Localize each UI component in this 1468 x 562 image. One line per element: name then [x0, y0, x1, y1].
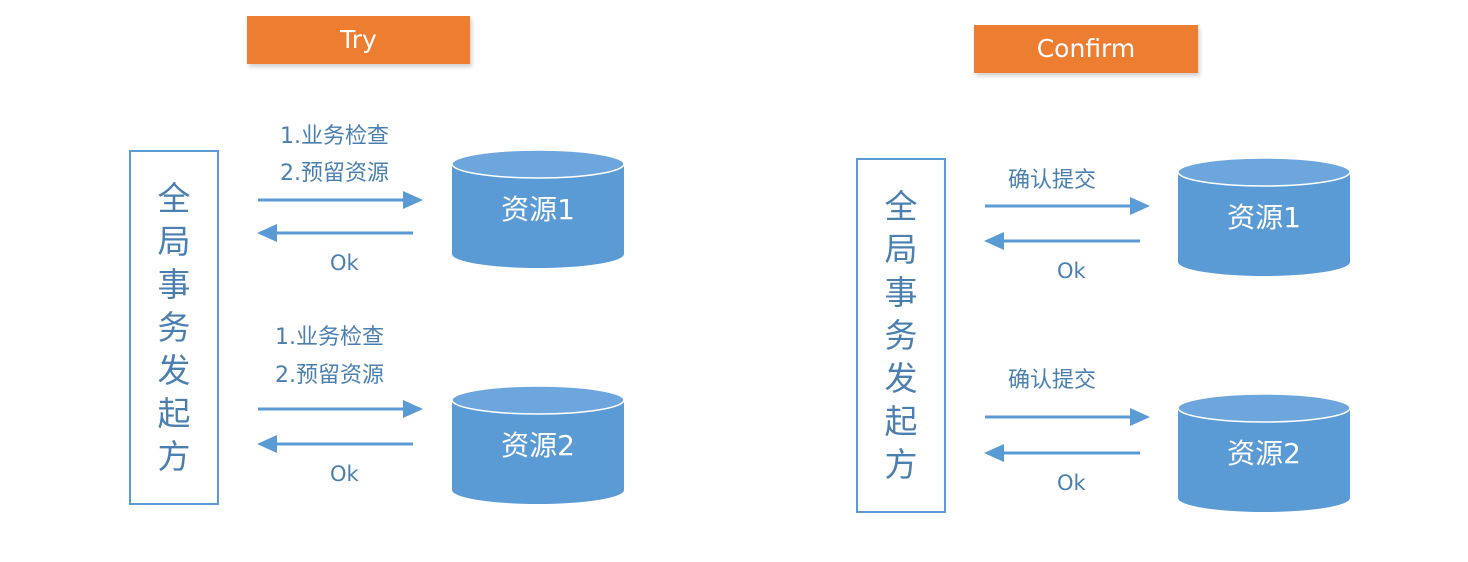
confirm-initiator-box: 全 局 事 务 发 起 方	[856, 158, 946, 513]
initiator-char: 局	[884, 230, 918, 269]
try-r2-ok-text: Ok	[330, 462, 359, 486]
try-phase-label: Try	[247, 16, 470, 64]
confirm-phase-label: Confirm	[974, 25, 1198, 73]
confirm-r2-step: 确认提交	[1008, 368, 1097, 393]
confirm-r1-step: 确认提交	[1008, 168, 1097, 193]
try-resource-1-label: 资源1	[501, 193, 575, 226]
confirm-resource-1-label: 资源1	[1227, 201, 1301, 234]
initiator-char: 起	[157, 394, 191, 433]
initiator-char: 务	[884, 316, 918, 355]
initiator-char: 起	[884, 402, 918, 441]
initiator-char: 事	[157, 265, 191, 304]
try-r2-request-arrow	[258, 400, 423, 418]
initiator-char: 全	[884, 187, 918, 226]
try-r1-reply-arrow	[257, 224, 413, 242]
initiator-char: 方	[884, 445, 918, 484]
try-initiator-box: 全 局 事 务 发 起 方	[129, 150, 219, 505]
initiator-char: 全	[157, 179, 191, 218]
confirm-resource-1: 资源1	[1177, 157, 1351, 276]
confirm-r2-request-arrow	[985, 408, 1150, 426]
confirm-r1-request-arrow	[985, 197, 1150, 215]
try-resource-1: 资源1	[451, 149, 625, 268]
try-r1-step-2: 2.预留资源	[280, 161, 389, 186]
database-cylinder-icon	[451, 385, 625, 504]
initiator-char: 局	[157, 222, 191, 261]
confirm-r1-reply-arrow	[984, 232, 1140, 250]
try-resource-2: 资源2	[451, 385, 625, 504]
initiator-char: 事	[884, 273, 918, 312]
confirm-r2-ok-text: Ok	[1057, 471, 1086, 495]
try-r1-step-1: 1.业务检查	[280, 124, 389, 149]
try-resource-2-label: 资源2	[501, 429, 575, 462]
initiator-char: 发	[157, 351, 191, 390]
confirm-resource-2-label: 资源2	[1227, 437, 1301, 470]
initiator-char: 发	[884, 359, 918, 398]
confirm-r2-reply-arrow	[984, 444, 1140, 462]
database-cylinder-icon	[1177, 393, 1351, 512]
database-cylinder-icon	[451, 149, 625, 268]
try-r2-reply-arrow	[257, 435, 413, 453]
initiator-char: 方	[157, 437, 191, 476]
database-cylinder-icon	[1177, 157, 1351, 276]
try-r1-request-arrow	[258, 191, 423, 209]
try-r2-step-1: 1.业务检查	[275, 325, 384, 350]
try-r1-ok-text: Ok	[330, 251, 359, 275]
confirm-resource-2: 资源2	[1177, 393, 1351, 512]
try-r2-step-2: 2.预留资源	[275, 363, 384, 388]
initiator-char: 务	[157, 308, 191, 347]
confirm-r1-ok-text: Ok	[1057, 259, 1086, 283]
